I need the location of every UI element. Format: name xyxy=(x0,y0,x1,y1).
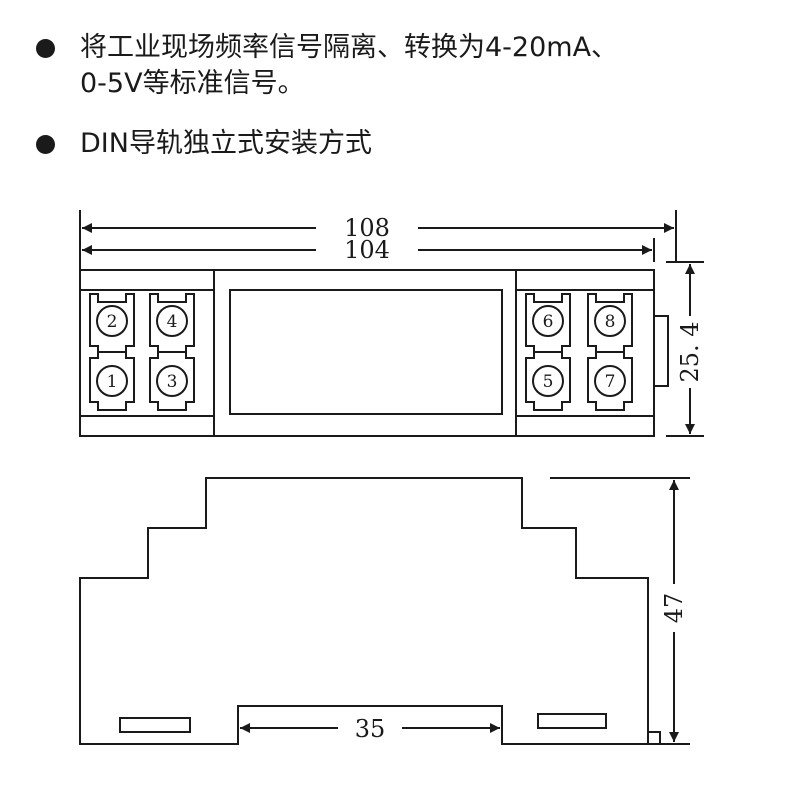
feature-bullet-1: 将工业现场频率信号隔离、转换为4-20mA、0-5V等标准信号。 xyxy=(36,30,786,102)
dim-label-25-4: 25. 4 xyxy=(676,321,704,382)
feature-bullet-2: DIN导轨独立式安装方式 xyxy=(36,126,372,162)
dim-label-47: 47 xyxy=(660,593,688,624)
feature-text-1: 将工业现场频率信号隔离、转换为4-20mA、0-5V等标准信号。 xyxy=(80,32,619,99)
terminal-right-6 xyxy=(525,293,571,353)
din-clip xyxy=(653,315,669,387)
terminal-label: 5 xyxy=(543,372,554,392)
feature-text-2: DIN导轨独立式安装方式 xyxy=(80,128,372,159)
rail-clip-tab xyxy=(647,731,661,745)
terminal-left-1 xyxy=(89,351,135,411)
terminal-label: 2 xyxy=(107,312,118,332)
terminal-label: 1 xyxy=(107,372,118,392)
terminal-left-3 xyxy=(149,351,195,411)
terminal-right-7 xyxy=(587,351,633,411)
terminal-label: 6 xyxy=(543,312,554,332)
dim-label-108: 108 xyxy=(344,214,390,242)
terminal-label: 8 xyxy=(605,312,616,332)
mounting-slot-left xyxy=(119,717,191,733)
terminal-right-5 xyxy=(525,351,571,411)
terminal-left-4 xyxy=(149,293,195,353)
terminal-right-8 xyxy=(587,293,633,353)
terminal-label: 3 xyxy=(167,372,178,392)
center-panel xyxy=(213,269,517,437)
terminal-left-2 xyxy=(89,293,135,353)
terminal-label: 7 xyxy=(605,372,616,392)
dim-label-35: 35 xyxy=(355,715,386,743)
module-side-view-outline xyxy=(79,477,649,745)
dim-label-104: 104 xyxy=(344,236,390,264)
terminal-label: 4 xyxy=(167,312,178,332)
mounting-slot-right xyxy=(537,713,607,729)
bullet-dot-icon xyxy=(36,135,55,154)
bullet-dot-icon xyxy=(36,39,55,58)
display-window xyxy=(229,289,503,415)
